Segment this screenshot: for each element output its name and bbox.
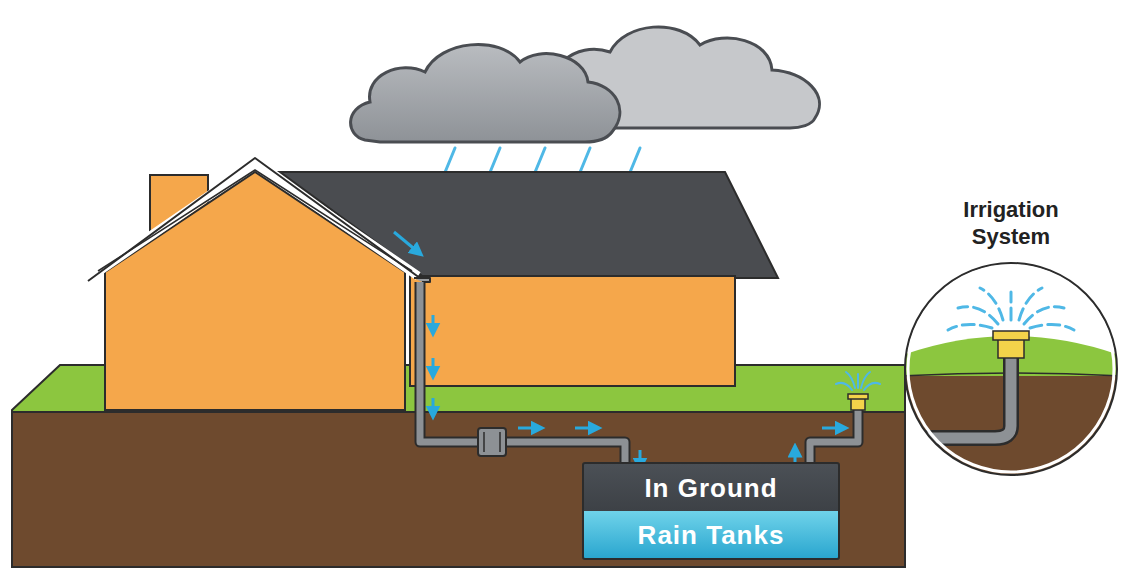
inset-heading: Irrigation System (946, 196, 1076, 250)
tank-label: In Ground (584, 464, 838, 511)
house-gable (105, 172, 405, 410)
irrigation-inset: Irrigation System (900, 192, 1122, 484)
flow-arrow (394, 232, 418, 252)
tank-label: Rain Tanks (584, 511, 838, 558)
sprinkler-head (836, 372, 880, 410)
filter-box (478, 428, 506, 456)
house-wing (410, 276, 735, 386)
cloud (351, 27, 820, 142)
inset-circle (900, 258, 1122, 480)
pipework (414, 278, 858, 470)
house (88, 158, 778, 410)
flow-arrows (433, 315, 842, 466)
rain-tank: In GroundRain Tanks (582, 462, 840, 560)
